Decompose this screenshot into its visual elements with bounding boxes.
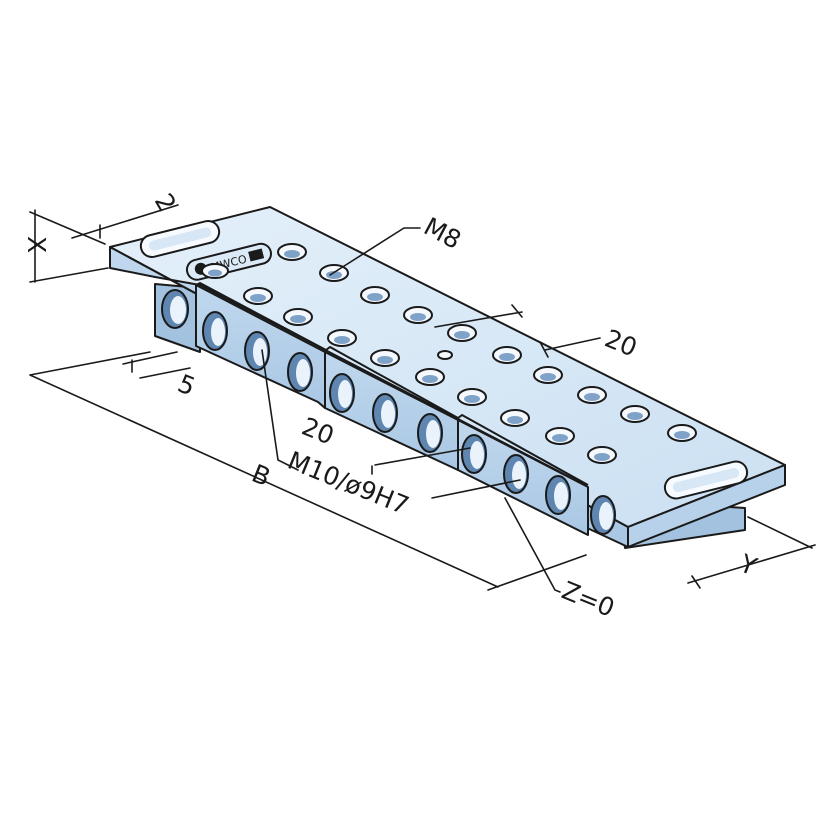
top-hole: [403, 306, 433, 324]
pin-hole: [437, 350, 453, 360]
top-hole: [415, 368, 445, 386]
top-hole: [243, 287, 273, 305]
label-b: B: [248, 459, 275, 492]
top-hole: [620, 405, 650, 423]
side-hole: [503, 454, 529, 494]
top-hole: [370, 349, 400, 367]
x-dim-line: [29, 209, 109, 283]
m10-leader: [261, 349, 299, 471]
side-hole: [590, 495, 616, 535]
top-hole: [283, 308, 313, 326]
dim20-front-line: [371, 447, 521, 499]
top-hole: [545, 427, 575, 445]
top-hole: [667, 424, 697, 442]
top-hole: [533, 366, 563, 384]
side-hole: [545, 475, 571, 515]
side-hole: [161, 289, 189, 329]
b-dim-line: [29, 351, 587, 591]
slot-right-inner: [672, 467, 740, 493]
top-hole: [327, 329, 357, 347]
side-hole: [244, 331, 270, 371]
side-hole: [372, 393, 398, 433]
label-20-top: 20: [601, 324, 641, 363]
z0-leader: [504, 497, 561, 593]
dimension-lines: [29, 204, 816, 593]
y-dim-line: [687, 516, 816, 589]
top-hole: [500, 409, 530, 427]
label-z0: Z=0: [558, 576, 619, 623]
top-hole: [492, 346, 522, 364]
label-m8: M8: [419, 212, 466, 255]
dim5-line: [122, 351, 191, 379]
side-hole: [417, 413, 443, 453]
side-hole: [461, 434, 487, 474]
side-hole: [329, 373, 355, 413]
label-20-front: 20: [298, 412, 338, 451]
top-hole: [201, 263, 229, 279]
label-5: 5: [174, 369, 200, 402]
top-hole: [447, 324, 477, 342]
label-m10: M10/ø9H7: [284, 446, 413, 521]
m8-leader: [329, 227, 421, 276]
slot-left-inner: [148, 227, 212, 251]
module-joint-edge: [195, 282, 589, 486]
top-hole: [457, 388, 487, 406]
label-y: Y: [735, 548, 762, 581]
top-hole: [277, 243, 307, 261]
top-hole: [360, 286, 390, 304]
dim20-top-line: [434, 304, 601, 358]
side-hole: [287, 352, 313, 392]
top-hole: [577, 386, 607, 404]
top-holes: [201, 243, 697, 464]
top-hole: [587, 446, 617, 464]
label-x: X: [22, 236, 51, 253]
side-hole: [202, 311, 228, 351]
two-dim-line: [71, 204, 179, 239]
